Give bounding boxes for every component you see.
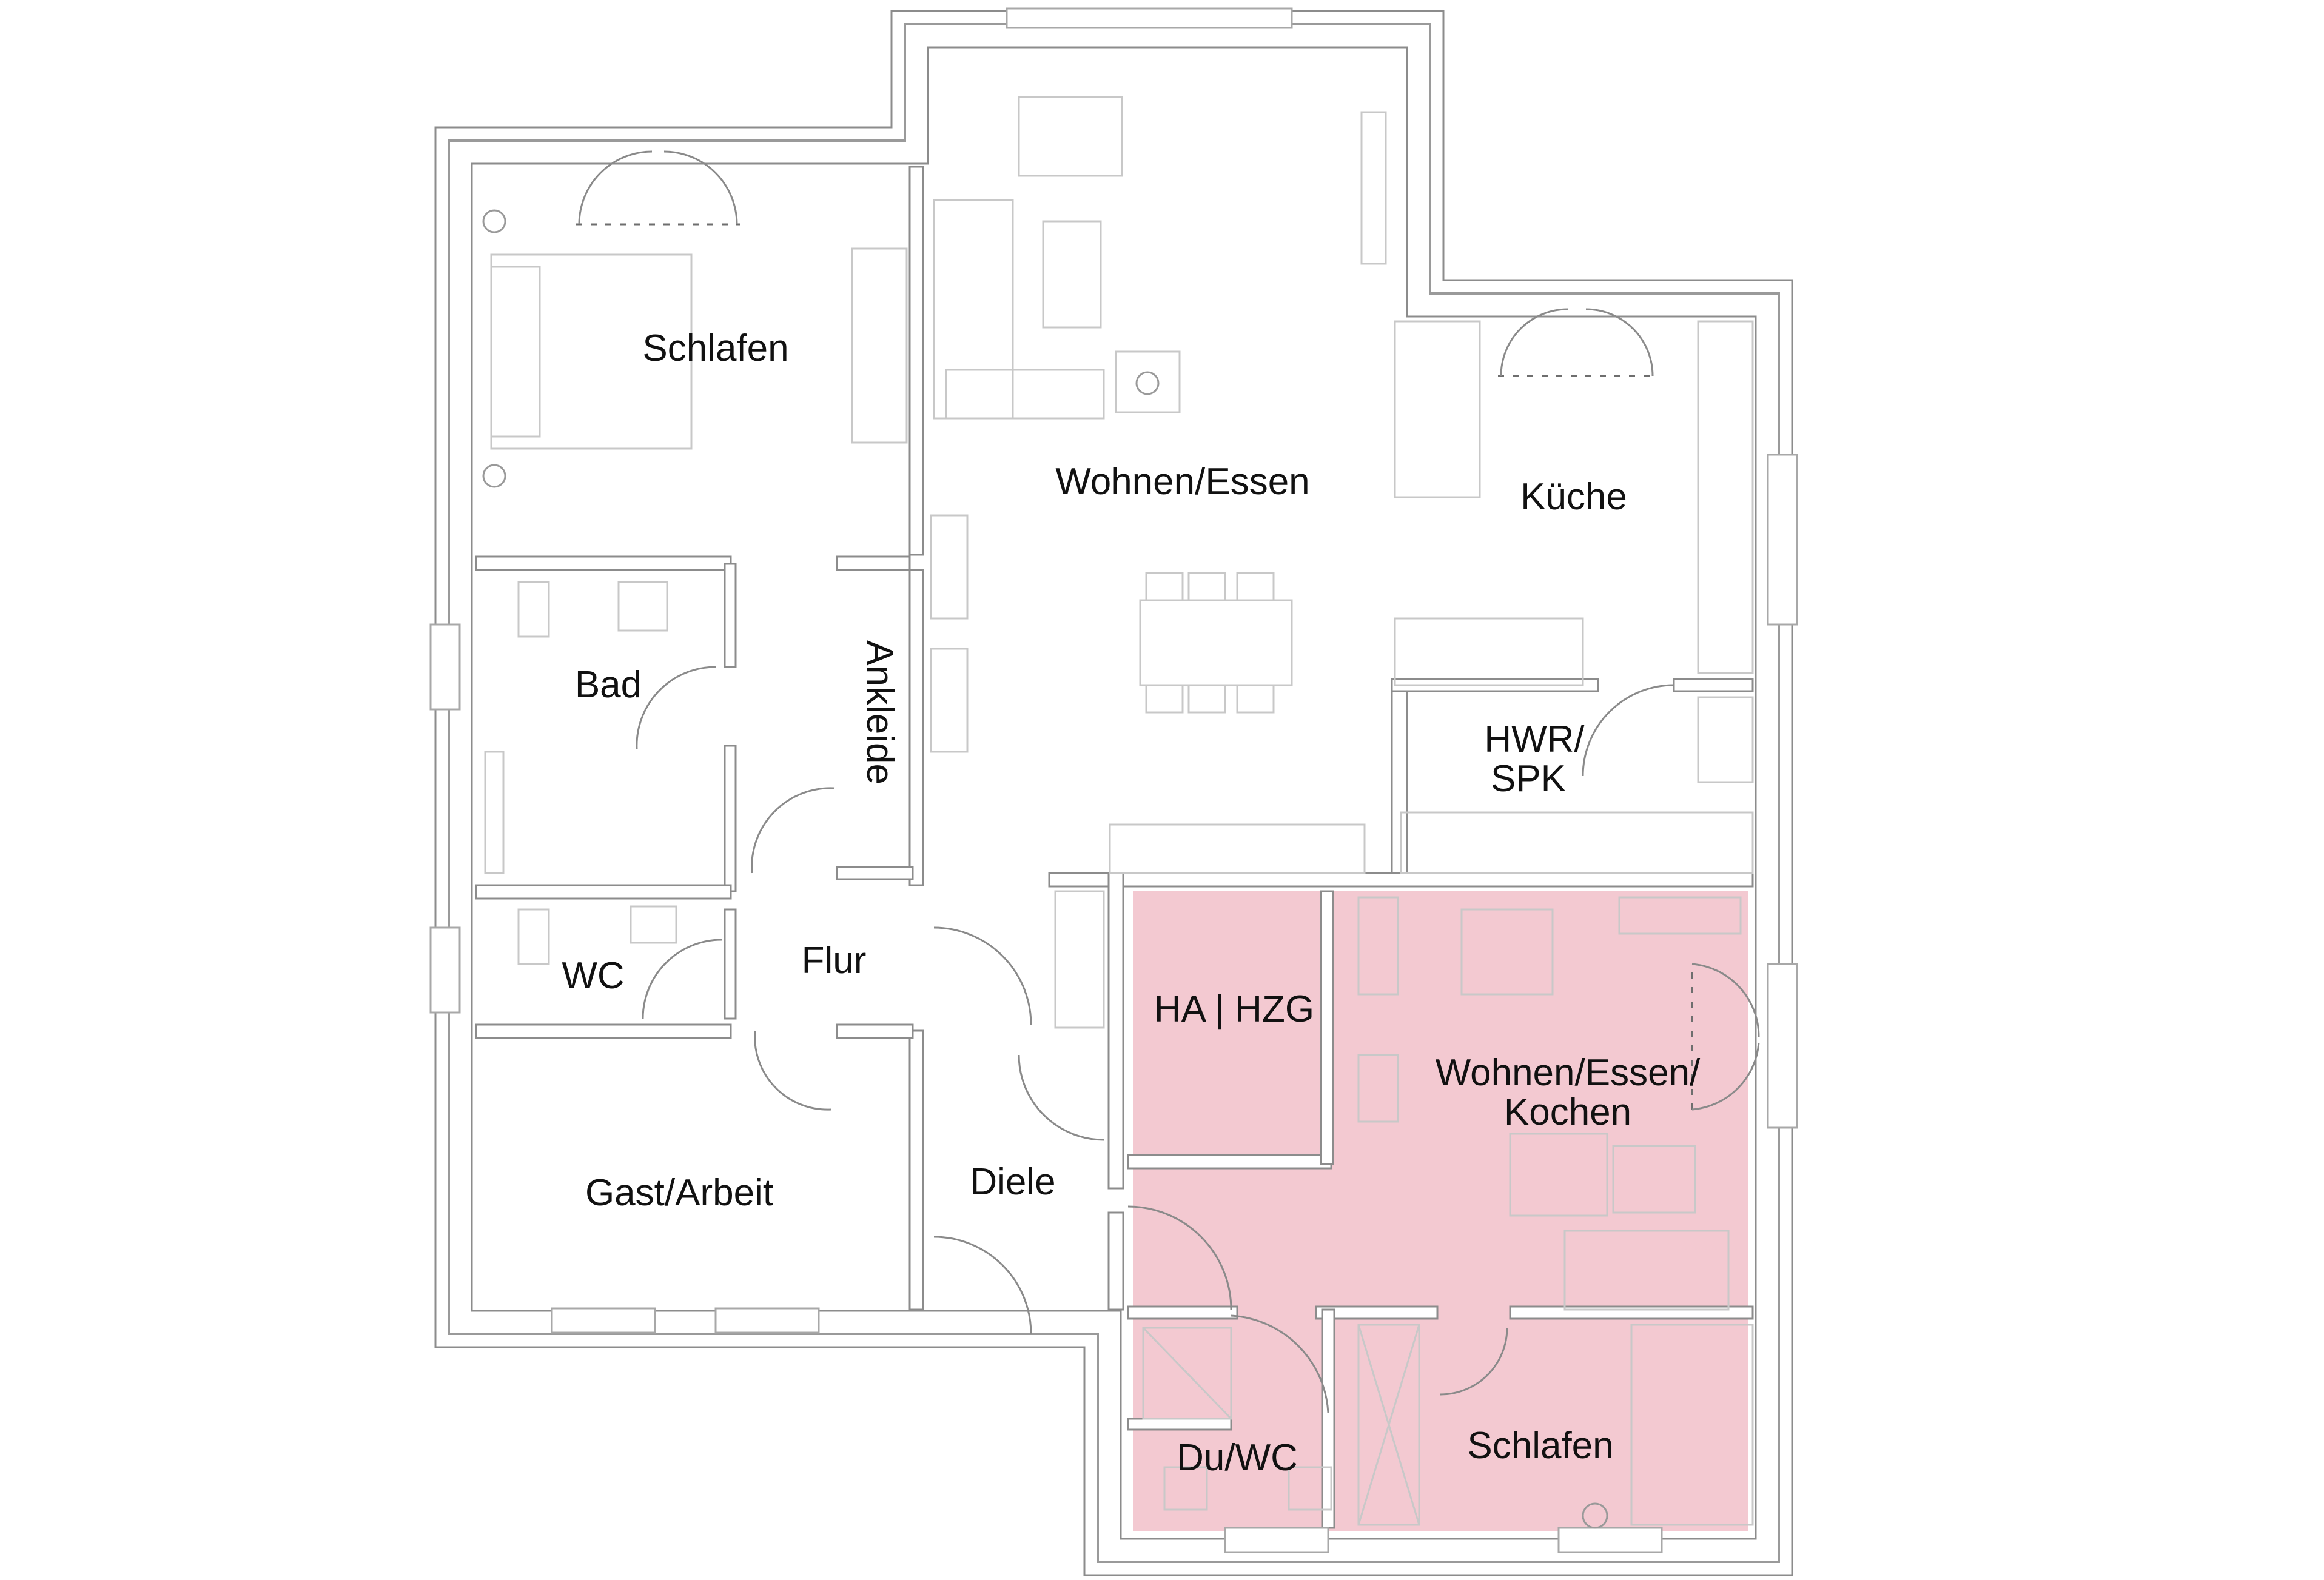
apartment-unit-highlight (1133, 891, 1748, 1531)
room-label-kochen: Kochen (1504, 1091, 1631, 1133)
room-label-ankleide: Ankleide (859, 640, 901, 785)
room-label-spk: SPK (1491, 758, 1566, 800)
room-label-flur: Flur (802, 940, 867, 982)
furniture (482, 96, 1754, 1529)
room-label-du-wc: Du/WC (1177, 1437, 1298, 1479)
room-label-ha-hzg: HA | HZG (1154, 988, 1314, 1030)
room-label-wohnen-essen-kochen: Wohnen/Essen/ (1436, 1052, 1701, 1094)
room-label-schlafen-unit: Schlafen (1467, 1425, 1613, 1467)
room-label-bad: Bad (575, 664, 642, 706)
room-label-wohnen-essen: Wohnen/Essen (1055, 461, 1309, 503)
exterior-walls (434, 10, 1793, 1576)
room-label-wc: WC (562, 955, 624, 997)
room-label-kueche: Küche (1520, 476, 1627, 518)
room-label-diele: Diele (970, 1161, 1055, 1203)
interior-walls (475, 166, 1754, 1529)
room-labels: Schlafen Wohnen/Essen Küche Bad Ankleide… (562, 327, 1701, 1479)
room-label-hwr: HWR/ (1484, 718, 1585, 760)
room-label-schlafen: Schlafen (642, 327, 788, 369)
doors (576, 150, 1760, 1413)
windows (429, 7, 1798, 1553)
room-label-gast-arbeit: Gast/Arbeit (585, 1172, 773, 1214)
